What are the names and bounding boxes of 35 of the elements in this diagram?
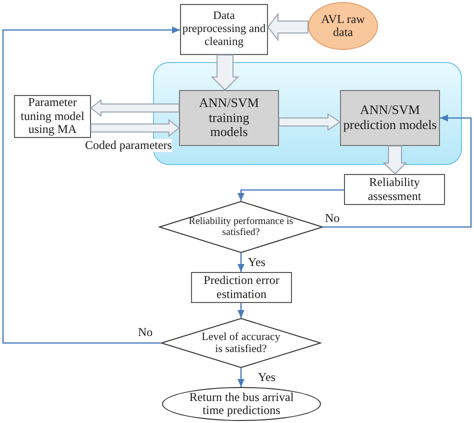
decision-diamond — [161, 318, 321, 368]
arrow — [238, 189, 344, 201]
node-label: AVL raw data — [320, 12, 366, 40]
block-arrow — [90, 118, 180, 138]
node-label: ANN/SVM prediction models — [342, 103, 438, 133]
model-box — [340, 90, 440, 146]
node-label: Level of accuracy is satisfied? — [200, 331, 282, 355]
block-arrow — [278, 113, 341, 131]
process-box — [14, 95, 91, 138]
edge-label: Coded parameters — [85, 139, 172, 152]
decision-diamond — [159, 201, 323, 253]
block-arrow — [267, 12, 308, 42]
node-label: Prediction error estimation — [202, 274, 280, 301]
node-label: ANN/SVM training models — [198, 96, 260, 140]
process-box — [180, 4, 268, 55]
model-box — [179, 90, 279, 146]
process-box — [344, 174, 445, 205]
arrow — [238, 368, 244, 387]
edge-label: Yes — [258, 371, 276, 384]
node-label: Reliability assessment — [366, 176, 422, 203]
node-label: Data preprocessing and cleaning — [181, 10, 267, 49]
edge-label: Yes — [248, 256, 266, 269]
block-arrow — [382, 146, 408, 175]
node-label: Return the bus arrival time predictions — [188, 390, 295, 418]
node-label: Reliability performance is satisfied? — [188, 216, 294, 238]
node-label: Parameter tuning model using MA — [20, 96, 86, 137]
process-box — [191, 272, 292, 303]
block-arrow — [90, 98, 180, 118]
edge-label: No — [138, 326, 153, 339]
arrow — [323, 114, 472, 228]
edge-label: No — [325, 212, 340, 225]
arrow — [2, 26, 180, 344]
arrow — [238, 303, 244, 318]
arrow — [238, 253, 244, 272]
block-arrow — [210, 54, 240, 91]
